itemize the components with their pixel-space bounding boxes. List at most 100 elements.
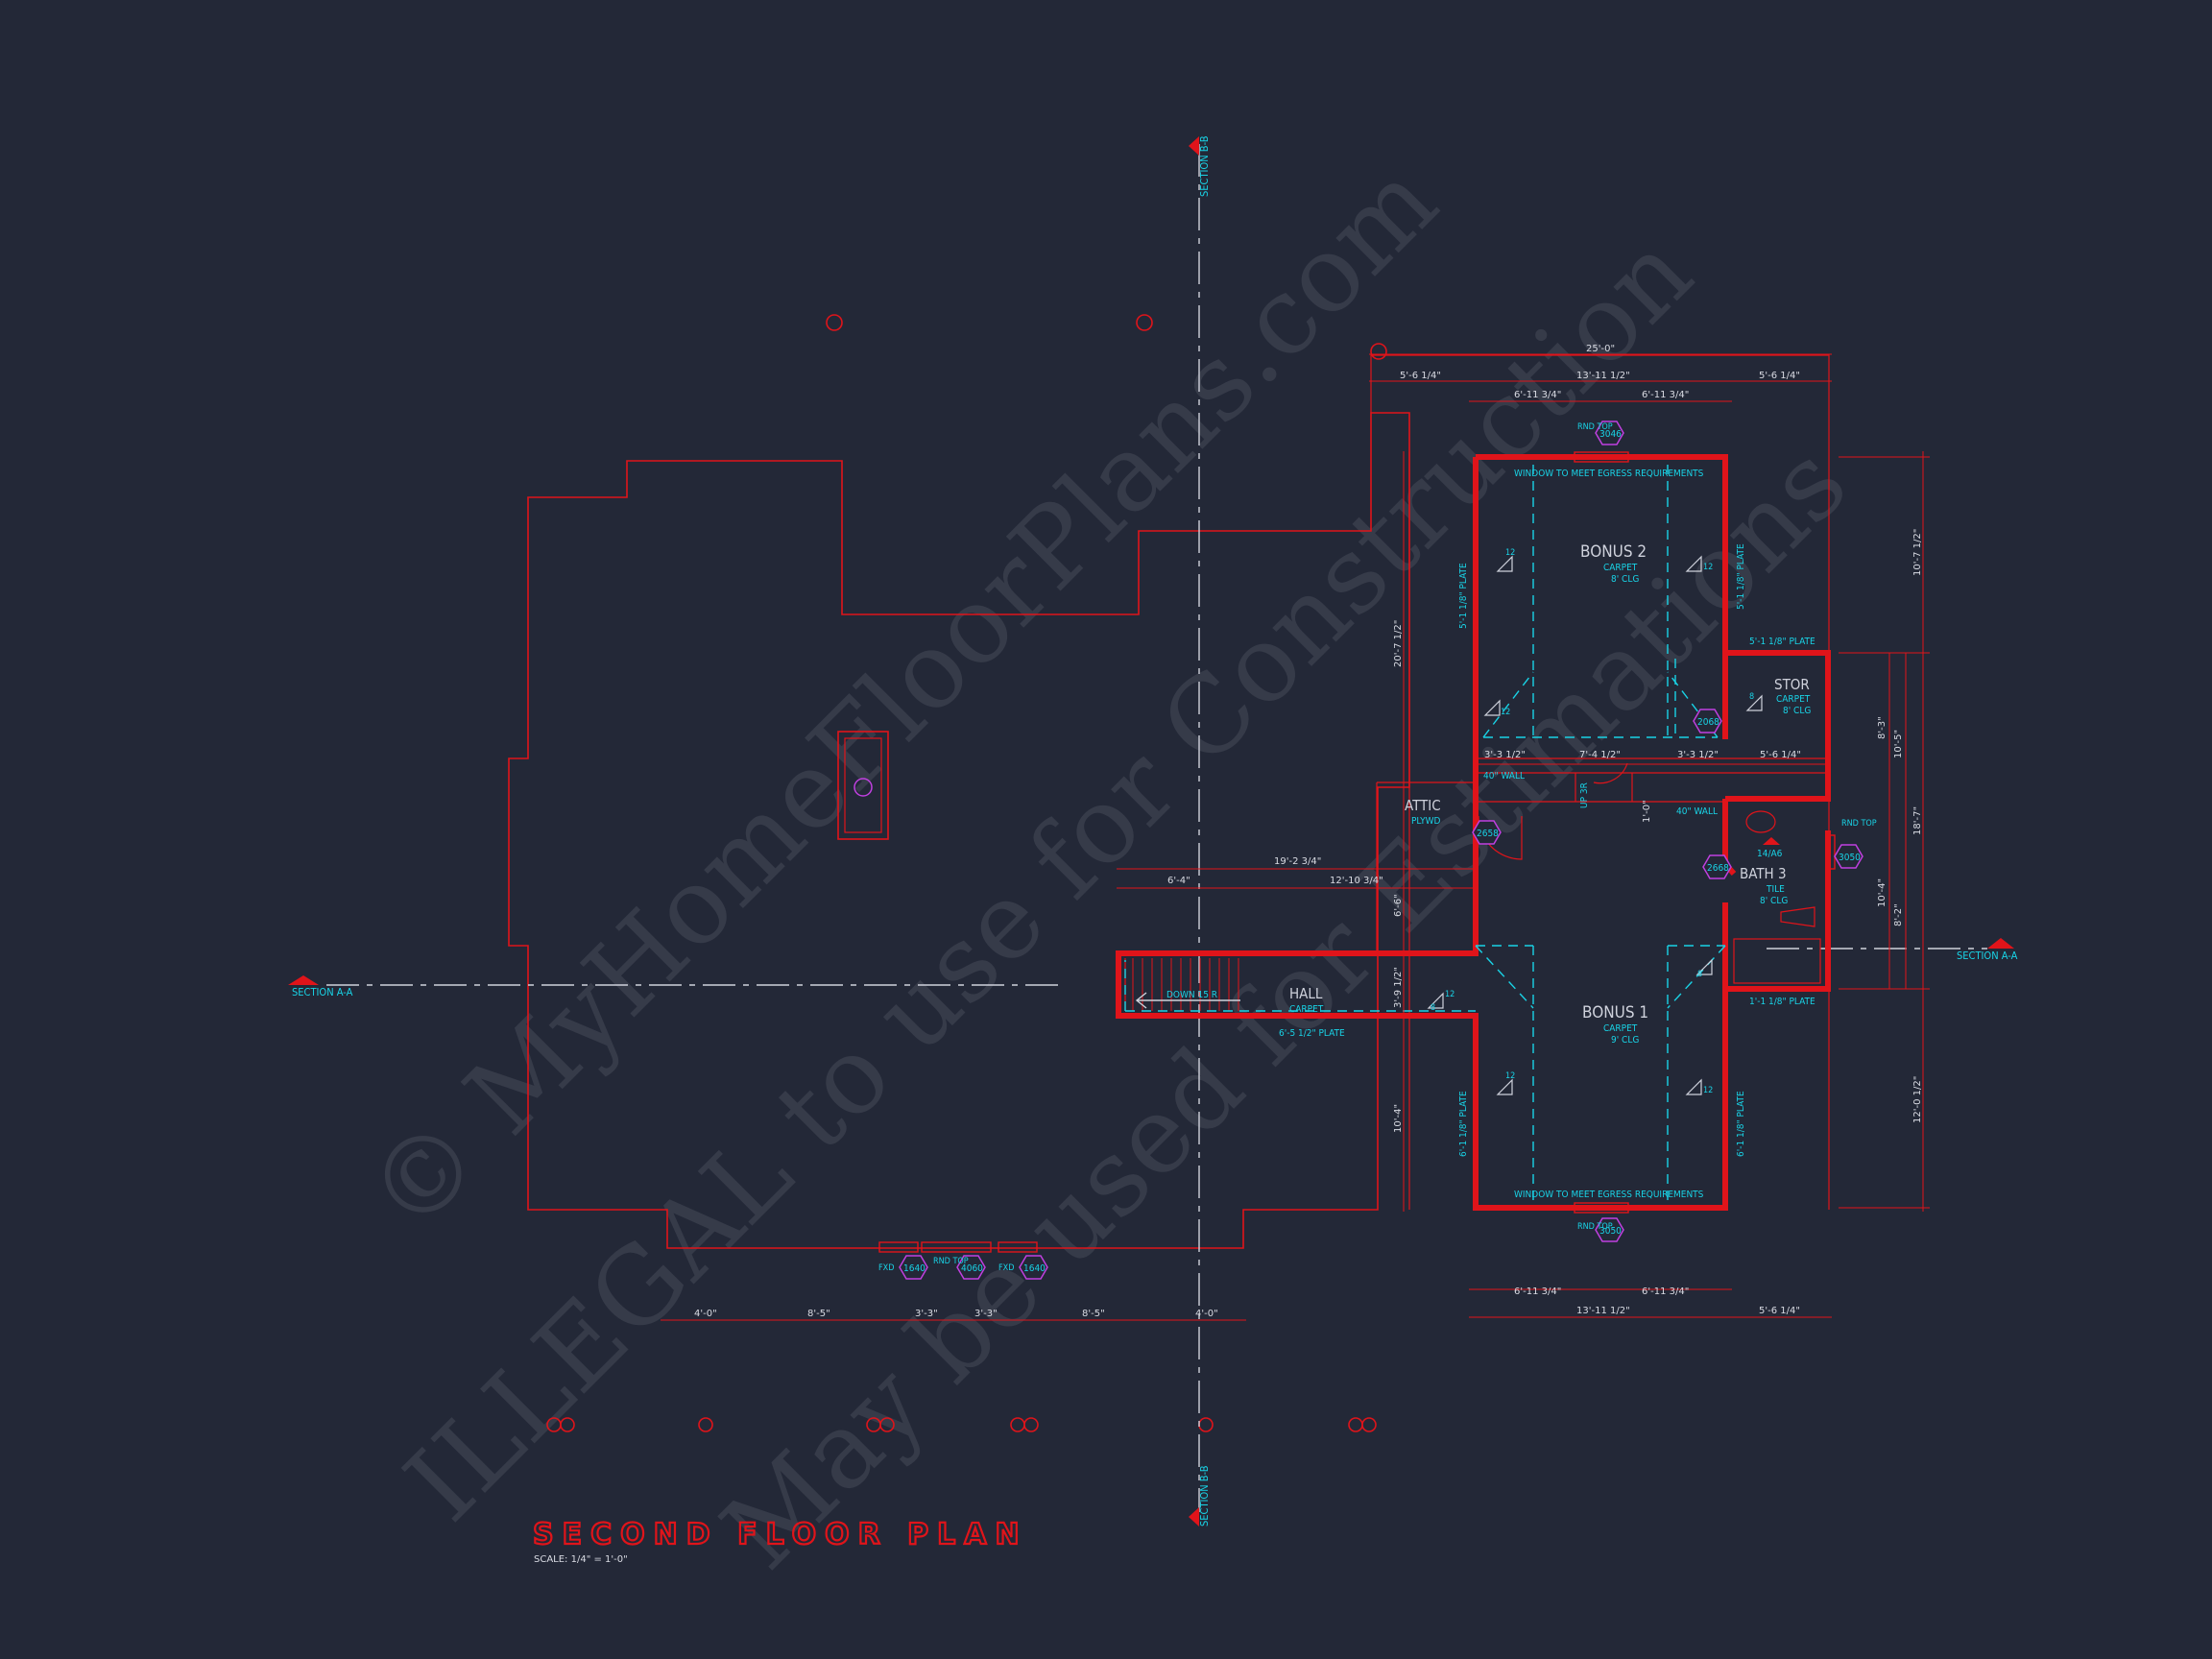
dim-top-mid: 13'-11 1/2" <box>1576 371 1630 381</box>
room-attic-floor: PLYWD <box>1411 816 1440 827</box>
tag-3046: 3046 <box>1599 429 1622 440</box>
wall-note-left: 40" WALL <box>1483 771 1525 781</box>
plate-bonus2-left: 5'-1 1/8" PLATE <box>1458 563 1469 629</box>
stair-direction-arrow <box>1135 992 1240 1009</box>
drawing-scale: SCALE: 1/4" = 1'-0" <box>534 1554 628 1565</box>
section-b-bottom-marker <box>1189 1507 1199 1527</box>
dim-front-e: 8'-5" <box>1082 1309 1105 1319</box>
dim-left-v2: 6'-6" <box>1393 894 1404 917</box>
tag-2068: 2068 <box>1697 717 1719 728</box>
tag-2668: 2668 <box>1707 863 1729 874</box>
stair-down-note: DOWN 15 R <box>1166 990 1217 1000</box>
room-bonus2-floor: CARPET <box>1603 563 1638 573</box>
room-hall-floor: CARPET <box>1289 1004 1324 1015</box>
dim-mid-b: 7'-4 1/2" <box>1579 750 1621 760</box>
pitch-hall-8: 8 <box>1431 1003 1435 1013</box>
dim-bot-b: 6'-11 3/4" <box>1642 1286 1689 1297</box>
egress-note-top: WINDOW TO MEET EGRESS REQUIREMENTS <box>1514 469 1704 479</box>
dim-front-d: 3'-3" <box>974 1309 998 1319</box>
ceiling-slopes <box>1124 465 1726 1200</box>
section-b-bottom-label: SECTION B-B <box>1198 1465 1211 1527</box>
rnd-top-label-2: RND TOP <box>1841 819 1877 829</box>
pitch-symbols <box>1427 555 1763 1095</box>
dim-right-v2: 18'-7" <box>1912 806 1923 835</box>
tag-1640-left: 1640 <box>903 1263 926 1274</box>
dim-small-1: 1'-0" <box>1642 800 1652 823</box>
dim-mid-c: 3'-3 1/2" <box>1677 750 1719 760</box>
tag-4060: 4060 <box>961 1263 983 1274</box>
dim-mid-d: 5'-6 1/4" <box>1760 750 1801 760</box>
pitch-bonus1-left: 12 <box>1505 1071 1515 1081</box>
plate-notes: 5'-1 1/8" PLATE 5'-1 1/8" PLATE 5'-1 1/8… <box>1279 543 1815 1157</box>
room-bath3-name: BATH 3 <box>1740 865 1787 882</box>
notes: WINDOW TO MEET EGRESS REQUIREMENTS WINDO… <box>878 422 1877 1273</box>
room-hall-name: HALL <box>1289 985 1323 1002</box>
pitch-bonus2-corner: 12 <box>1501 708 1510 717</box>
dim-hall-a: 6'-4" <box>1167 876 1190 886</box>
rnd-top-label-4: RND TOP <box>933 1257 969 1266</box>
pitch-bonus2-right: 12 <box>1703 563 1713 572</box>
pitch-bonus1-right: 12 <box>1703 1086 1713 1095</box>
rnd-top-label-3: RND TOP <box>1577 1222 1613 1232</box>
pitch-bath-8: 8 <box>1697 970 1702 979</box>
detail-ref: 14/A6 <box>1757 849 1783 859</box>
room-bonus1-floor: CARPET <box>1603 1023 1638 1034</box>
dim-top-right: 5'-6 1/4" <box>1759 371 1800 381</box>
room-bath3-ceiling: 8' CLG <box>1760 896 1788 906</box>
plate-hall: 6'-5 1/2" PLATE <box>1279 1028 1345 1039</box>
dim-front-b: 8'-5" <box>807 1309 830 1319</box>
dim-top-overall: 25'-0" <box>1586 344 1615 354</box>
room-labels: BONUS 2 CARPET 8' CLG BONUS 1 CARPET 9' … <box>1289 542 1811 1046</box>
room-bonus2-ceiling: 8' CLG <box>1611 574 1639 585</box>
dim-left-v1: 20'-7 1/2" <box>1393 620 1404 667</box>
dim-left-v3: 3'-9 1/2" <box>1393 967 1404 1008</box>
section-a-right-marker <box>1987 938 2014 949</box>
window-tags <box>899 421 1863 1280</box>
plate-bonus1-left: 6'-1 1/8" PLATE <box>1458 1091 1469 1157</box>
section-b-top-label: SECTION B-B <box>1198 135 1211 197</box>
room-stor-floor: CARPET <box>1776 694 1811 705</box>
dim-bot-mid: 13'-11 1/2" <box>1576 1306 1630 1316</box>
stair-up-note: UP 3R <box>1579 782 1590 808</box>
pitch-bonus2-left: 12 <box>1505 548 1515 558</box>
dimension-lines <box>661 353 1930 1321</box>
room-attic-name: ATTIC <box>1405 797 1441 814</box>
detail-ref-marker <box>1763 837 1780 845</box>
dim-hall-b: 12'-10 3/4" <box>1330 876 1383 886</box>
dim-top-a: 6'-11 3/4" <box>1514 390 1561 400</box>
walls <box>1116 454 1831 1211</box>
fxd-label-1: FXD <box>878 1263 894 1273</box>
dim-right-v7: 8'-2" <box>1893 903 1904 926</box>
tag-3050-bath: 3050 <box>1839 853 1861 863</box>
pitch-hall: 12 <box>1445 990 1455 999</box>
chimney <box>837 731 889 840</box>
dim-right-v6: 10'-4" <box>1877 878 1887 907</box>
tag-3050-bonus1: 3050 <box>1599 1226 1622 1237</box>
room-stor-ceiling: 8' CLG <box>1783 706 1811 716</box>
plate-stor: 5'-1 1/8" PLATE <box>1749 637 1815 647</box>
room-stor-name: STOR <box>1774 676 1810 693</box>
fxd-label-2: FXD <box>998 1263 1014 1273</box>
plate-bath: 1'-1 1/8" PLATE <box>1749 997 1815 1007</box>
watermark: © MyHomeFloorPlans.com ILLEGAL to use fo… <box>344 139 1870 1592</box>
dim-front-f: 4'-0" <box>1195 1309 1218 1319</box>
room-bonus1-name: BONUS 1 <box>1582 1003 1648 1022</box>
dim-left-v4: 10'-4" <box>1393 1104 1404 1133</box>
wall-note-right: 40" WALL <box>1676 806 1718 817</box>
plate-bonus1-right: 6'-1 1/8" PLATE <box>1736 1091 1746 1157</box>
dim-front-a: 4'-0" <box>694 1309 717 1319</box>
dim-bot-a: 6'-11 3/4" <box>1514 1286 1561 1297</box>
dim-front-c: 3'-3" <box>915 1309 938 1319</box>
dim-top-b: 6'-11 3/4" <box>1642 390 1689 400</box>
section-a-left-label: SECTION A-A <box>292 986 353 998</box>
rnd-top-label-1: RND TOP <box>1577 422 1613 432</box>
egress-windows <box>878 451 1836 1253</box>
dim-right-v4: 8'-3" <box>1877 716 1887 739</box>
dimension-text: 25'-0" 5'-6 1/4" 13'-11 1/2" 5'-6 1/4" 6… <box>694 344 1923 1319</box>
building-outline <box>508 412 1410 1249</box>
watermark-line-2: ILLEGAL to use for Construction <box>382 211 1716 1545</box>
chimney-inner <box>844 737 882 833</box>
section-a-right-label: SECTION A-A <box>1957 950 2018 962</box>
section-a-left-marker <box>288 975 319 985</box>
plate-bonus2-right: 5'-1 1/8" PLATE <box>1736 543 1746 610</box>
